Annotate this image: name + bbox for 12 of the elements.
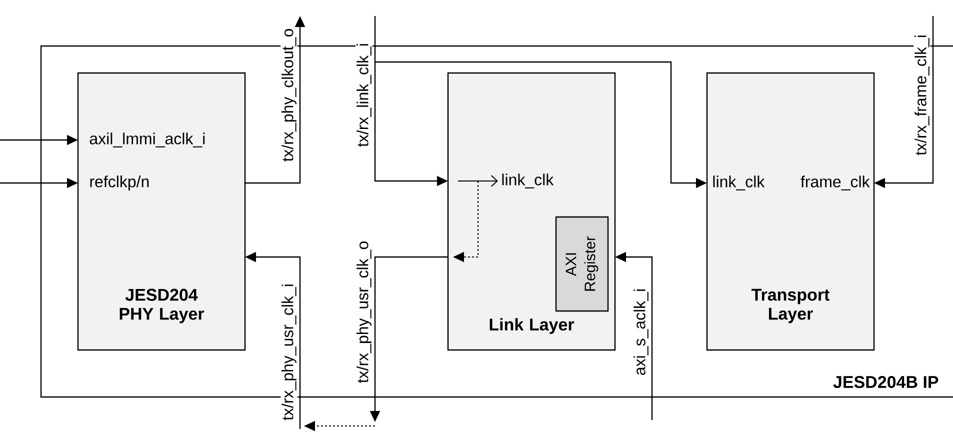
port-label: axil_lmmi_aclk_i	[90, 132, 205, 148]
port-label: link_clk	[713, 176, 765, 190]
signal-label: tx/rx_phy_usr_clk_o	[356, 240, 372, 384]
port-label: link_clk	[502, 174, 554, 188]
signal-label: tx/rx_phy_clkout_o	[280, 27, 298, 163]
port-label: refclkp/n	[90, 176, 149, 190]
port-label: frame_clk	[800, 176, 870, 190]
signal-label: tx/rx_phy_usr_clk_i	[280, 282, 298, 422]
register-box: AXI Register	[555, 216, 609, 312]
signal-label: axi_s_aclk_i	[632, 287, 650, 377]
signal-label: tx/rx_link_clk_i	[356, 42, 372, 148]
signal-label: tx/rx_frame_clk_i	[914, 34, 930, 156]
